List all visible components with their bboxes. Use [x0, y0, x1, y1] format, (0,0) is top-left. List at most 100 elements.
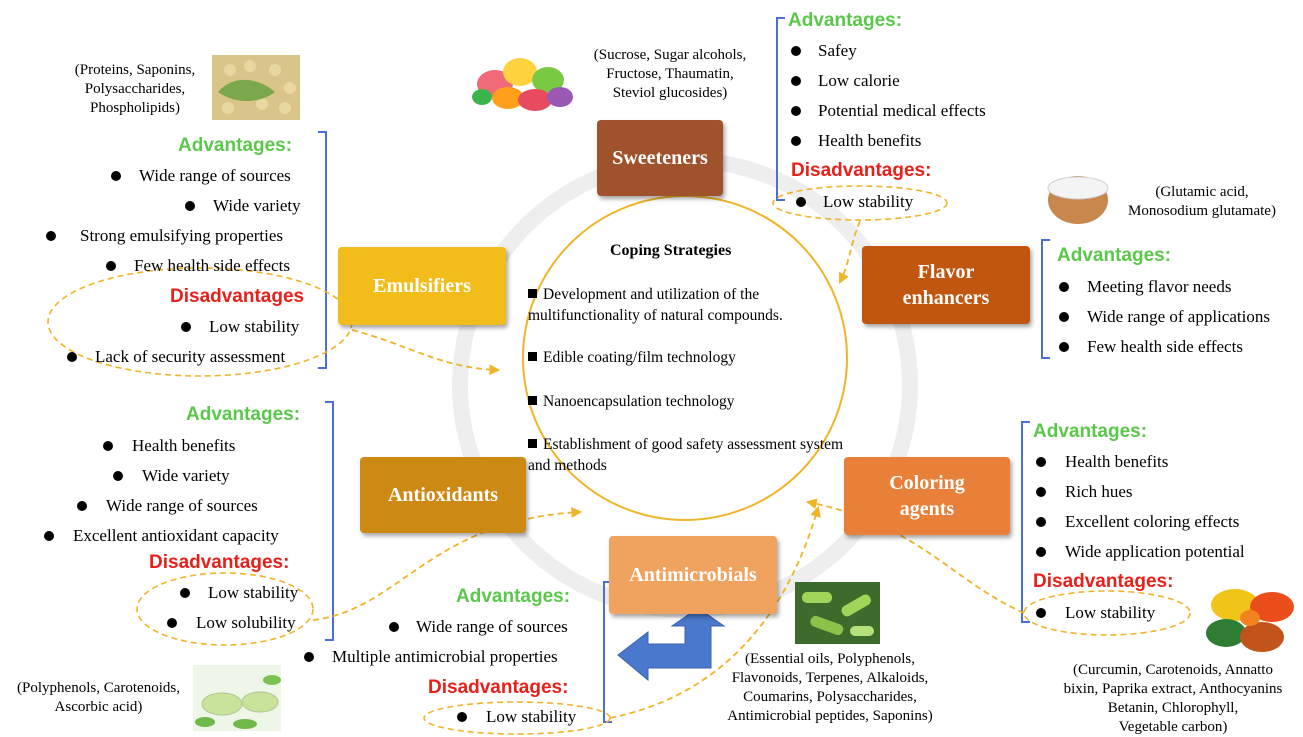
coloring-advantages-label: Advantages:	[1033, 421, 1148, 442]
emulsifiers-advantage-2: Wide variety	[213, 196, 301, 215]
antioxidants-bracket	[325, 401, 334, 641]
bullet-icon	[1036, 457, 1046, 467]
square-bullet-icon	[528, 289, 537, 298]
sweeteners-bracket	[776, 17, 785, 201]
emulsifiers-arrow	[351, 329, 501, 376]
strategy-text-3: Nanoencapsulation technology	[543, 393, 735, 410]
emulsifiers-disadvantage-2: Lack of security assessment	[95, 347, 286, 366]
antioxidants-compounds: (Polyphenols, Carotenoids, Ascorbic acid…	[17, 680, 180, 715]
bullet-icon	[113, 471, 123, 481]
salt-bowl-image	[1047, 176, 1109, 224]
coloring-bracket	[1021, 421, 1030, 623]
sweeteners-arrow	[839, 220, 861, 284]
strategy-item-2: Edible coating/film technology	[528, 347, 828, 368]
emulsifiers-disadvantage-1: Low stability	[209, 317, 300, 336]
emulsifiers-box: Emulsifiers	[338, 247, 506, 325]
antioxidants-advantage-4: Excellent antioxidant capacity	[73, 526, 279, 545]
sweeteners-advantage-2: Low calorie	[818, 71, 900, 90]
flavor-label-line1: Flavor	[917, 261, 975, 283]
sweeteners-disadvantages-label: Disadvantages:	[791, 160, 932, 181]
strategy-item-4: Establishment of good safety assessment …	[528, 434, 846, 476]
bullet-icon	[791, 136, 801, 146]
bullet-icon	[791, 76, 801, 86]
antioxidants-advantage-2: Wide variety	[142, 466, 230, 485]
strategy-text-4: Establishment of good safety assessment …	[528, 436, 844, 474]
bullet-icon	[791, 46, 801, 56]
antimicrobials-label: Antimicrobials	[629, 564, 757, 586]
antimicrobials-advantages-label: Advantages:	[456, 586, 571, 607]
bullet-icon	[180, 588, 190, 598]
bullet-icon	[1059, 342, 1069, 352]
bacteria-image	[795, 582, 880, 644]
bullet-icon	[389, 622, 399, 632]
antimicrobials-box: Antimicrobials	[609, 536, 777, 614]
flavor-label-line2: enhancers	[902, 287, 990, 309]
antioxidants-arrow	[312, 507, 583, 621]
bullet-icon	[304, 652, 314, 662]
bullet-icon	[1036, 517, 1046, 527]
emulsifiers-compounds: (Proteins, Saponins, Polysaccharides, Ph…	[74, 62, 196, 116]
antimicrobials-disadvantage-1: Low stability	[486, 707, 577, 726]
coping-strategies-title: Coping Strategies	[610, 242, 732, 259]
antioxidants-advantage-1: Health benefits	[132, 436, 236, 455]
bullet-icon	[181, 322, 191, 332]
bullet-icon	[111, 171, 121, 181]
coloring-label-line2: agents	[899, 498, 955, 520]
bullet-icon	[1036, 608, 1046, 618]
coloring-compounds: (Curcumin, Carotenoids, Annatto bixin, P…	[1063, 662, 1283, 735]
strategy-text-1: Development and utilization of the multi…	[528, 286, 783, 324]
bullet-icon	[103, 441, 113, 451]
coloring-advantage-2: Rich hues	[1065, 482, 1133, 501]
antimicrobials-arrow	[609, 505, 821, 719]
coloring-advantage-1: Health benefits	[1065, 452, 1169, 471]
bullet-icon	[791, 106, 801, 116]
bullet-icon	[167, 618, 177, 628]
sweeteners-box: Sweeteners	[597, 120, 723, 196]
emulsifiers-label: Emulsifiers	[373, 275, 471, 297]
flavor-enhancers-box: Flavor enhancers	[862, 246, 1030, 324]
flavor-advantage-1: Meeting flavor needs	[1087, 277, 1232, 296]
antimicrobials-advantage-1: Wide range of sources	[416, 617, 568, 636]
bullet-icon	[67, 352, 77, 362]
candy-image	[472, 58, 573, 111]
bullet-icon	[46, 231, 56, 241]
antioxidants-advantages-label: Advantages:	[186, 404, 301, 425]
coloring-advantage-4: Wide application potential	[1065, 542, 1245, 561]
coloring-disadvantages-label: Disadvantages:	[1033, 571, 1174, 592]
coloring-label-line1: Coloring	[889, 472, 965, 494]
flavor-advantages-label: Advantages:	[1057, 245, 1172, 266]
antioxidants-disadvantage-2: Low solubility	[196, 613, 296, 632]
green-tea-image	[193, 665, 281, 731]
antimicrobials-disadvantages-label: Disadvantages:	[428, 677, 569, 698]
coping-strategies-circle	[522, 195, 848, 521]
coloring-disadvantage-ellipse	[1023, 590, 1191, 636]
antimicrobials-bent-arrow	[617, 607, 726, 682]
bullet-icon	[106, 261, 116, 271]
antioxidants-disadvantage-1: Low stability	[208, 583, 299, 602]
square-bullet-icon	[528, 352, 537, 361]
strategy-item-3: Nanoencapsulation technology	[528, 391, 828, 412]
sweeteners-compounds: (Sucrose, Sugar alcohols, Fructose, Thau…	[593, 47, 747, 101]
antimicrobials-advantage-2: Multiple antimicrobial properties	[332, 647, 558, 666]
flavor-advantage-2: Wide range of applications	[1087, 307, 1270, 326]
antioxidants-advantage-3: Wide range of sources	[106, 496, 258, 515]
flavor-bracket	[1041, 239, 1050, 359]
sweeteners-advantage-3: Potential medical effects	[818, 101, 986, 120]
strategy-text-2: Edible coating/film technology	[543, 349, 736, 366]
coloring-disadvantage-1: Low stability	[1065, 603, 1156, 622]
emulsifiers-advantage-1: Wide range of sources	[139, 166, 291, 185]
flavor-advantage-3: Few health side effects	[1087, 337, 1243, 356]
bullet-icon	[457, 712, 467, 722]
bullet-icon	[44, 531, 54, 541]
bullet-icon	[796, 197, 806, 207]
coloring-advantage-3: Excellent coloring effects	[1065, 512, 1240, 531]
bullet-icon	[1036, 547, 1046, 557]
flavor-compounds: (Glutamic acid, Monosodium glutamate)	[1128, 184, 1276, 219]
sweeteners-advantage-1: Safey	[818, 41, 857, 60]
bullet-icon	[1059, 282, 1069, 292]
antimicrobials-compounds: (Essential oils, Polyphenols, Flavonoids…	[727, 651, 933, 724]
sweeteners-disadvantage-1: Low stability	[823, 192, 914, 211]
bullet-icon	[185, 201, 195, 211]
emulsifiers-disadvantages-label: Disadvantages	[170, 286, 305, 307]
soybean-image	[212, 55, 300, 120]
